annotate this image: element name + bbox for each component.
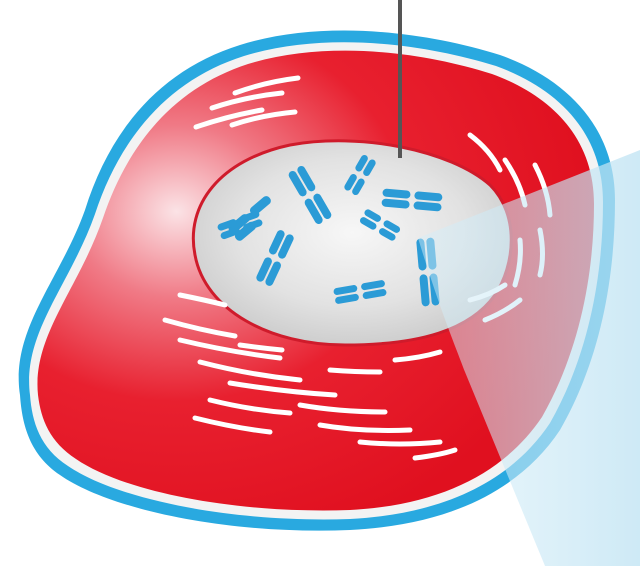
diagram-stage bbox=[0, 0, 640, 566]
cell-diagram bbox=[0, 0, 640, 566]
